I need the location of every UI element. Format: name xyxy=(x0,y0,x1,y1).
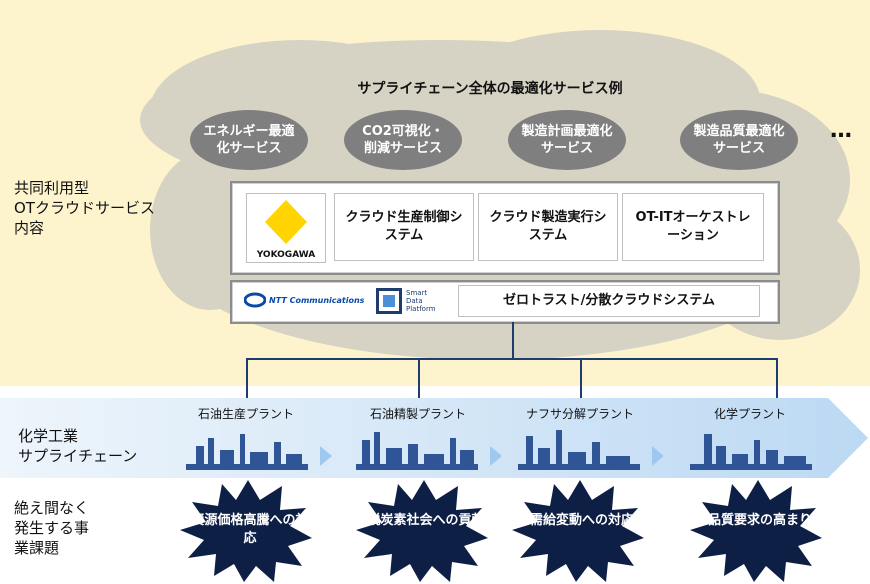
ntt-logo: NTT Communications xyxy=(244,286,368,314)
supply-chain-label: 化学工業 サプライチェーン xyxy=(18,427,138,465)
issue-bursts xyxy=(180,480,822,582)
flow-arrow-icon xyxy=(490,446,502,466)
ntt-logo-text: NTT Communications xyxy=(269,295,365,305)
issue-burst-4 xyxy=(690,480,822,582)
connector-to-plant-3 xyxy=(580,358,582,400)
plant-silhouette-icon xyxy=(518,430,640,470)
plant-label-oil-refining: 石油精製プラント xyxy=(369,407,466,421)
plant-silhouette-icon xyxy=(186,434,308,470)
connector-to-plant-1 xyxy=(246,358,248,400)
service-example-quality: 製造品質最適化サービス xyxy=(680,110,798,170)
ntt-swirl-icon xyxy=(244,292,266,308)
issue-decarbonization: 脱炭素社会への貢献 xyxy=(367,513,485,528)
connector-horizontal xyxy=(246,358,778,360)
supply-chain-arrow-band xyxy=(0,398,868,478)
flow-arrow-icon xyxy=(652,446,664,466)
service-example-energy: エネルギー最適化サービス xyxy=(190,110,308,170)
issue-demand-fluctuation: 需給変動への対応 xyxy=(529,513,634,528)
system-manufacturing-execution: クラウド製造実行システム xyxy=(478,193,618,261)
sdp-square-icon xyxy=(376,288,402,314)
issues-section-label: 絶え間なく 発生する事 業課題 xyxy=(14,499,90,557)
issue-burst-2 xyxy=(356,480,488,582)
system-production-control: クラウド生産制御システム xyxy=(334,193,474,261)
plant-silhouette-icon xyxy=(356,432,478,470)
issue-resource-prices: 資源価格高騰への対応 xyxy=(191,513,309,546)
cloud-title: サプライチェーン全体の最適化サービス例 xyxy=(357,81,623,97)
flow-arrow-icon xyxy=(320,446,332,466)
plant-silhouette-icon xyxy=(690,434,812,470)
sdp-logo-text: Smart Data Platform xyxy=(406,289,436,313)
connector-to-plant-2 xyxy=(418,358,420,400)
system-ot-it-orchestration: OT-ITオーケストレーション xyxy=(622,193,764,261)
issue-burst-3 xyxy=(512,480,644,582)
issue-burst-1 xyxy=(180,480,312,582)
issue-quality-demands: 品質要求の高まり xyxy=(707,513,812,528)
more-marker: … xyxy=(830,118,853,143)
yokogawa-diamond-icon xyxy=(265,200,307,244)
cloud-section-label: 共同利用型 OTクラウドサービス 内容 xyxy=(14,179,155,237)
connector-vertical-main xyxy=(512,322,514,360)
yokogawa-logo-text: YOKOGAWA xyxy=(256,250,316,260)
smart-data-platform-logo: Smart Data Platform xyxy=(376,285,452,317)
service-example-co2: CO2可視化・削減サービス xyxy=(344,110,462,170)
plant-label-oil-production: 石油生産プラント xyxy=(197,407,294,421)
plant-label-naphtha-cracking: ナフサ分解プラント xyxy=(525,407,634,421)
infrastructure-label: ゼロトラスト/分散クラウドシステム xyxy=(458,285,760,317)
connector-to-plant-4 xyxy=(776,358,778,400)
service-example-planning: 製造計画最適化サービス xyxy=(508,110,626,170)
plant-label-chemical: 化学プラント xyxy=(713,407,786,421)
yokogawa-logo: YOKOGAWA xyxy=(246,193,326,263)
